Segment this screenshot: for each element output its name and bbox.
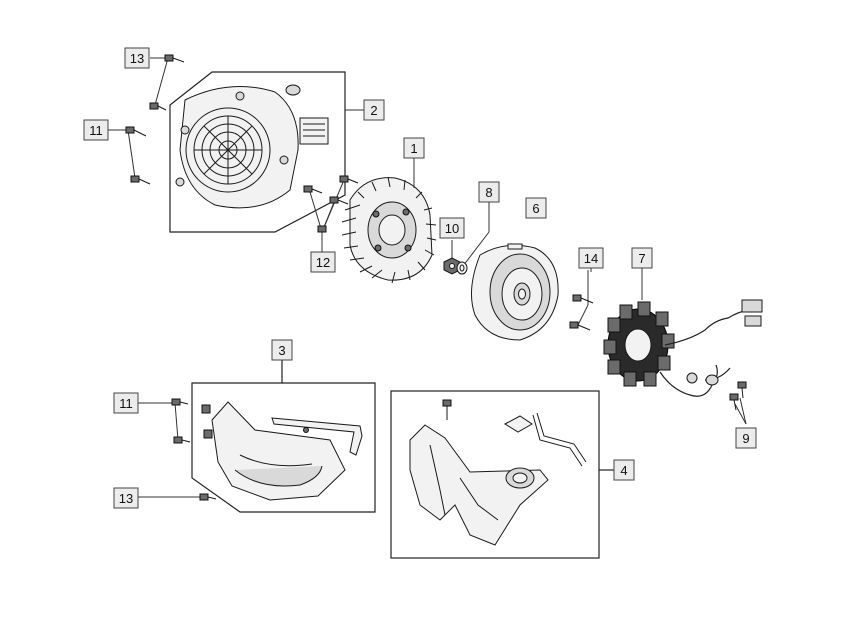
fan-cover-part[interactable] — [175, 84, 329, 209]
callout-3-label: 3 — [278, 343, 285, 358]
callout-11-lower-label: 11 — [119, 396, 133, 411]
callout-8: 8 — [478, 181, 500, 203]
shroud-bracket-frame — [191, 382, 376, 513]
callout-7: 7 — [631, 247, 653, 269]
callout-9-label: 9 — [742, 431, 749, 446]
flywheel-rotor-part[interactable] — [470, 243, 559, 341]
callout-10-label: 10 — [445, 221, 459, 236]
callout-14-label: 14 — [584, 251, 598, 266]
callout-11-lower: 11 — [113, 392, 139, 414]
cooling-fan-part[interactable] — [341, 176, 437, 284]
shroud-bracket-part[interactable] — [201, 401, 363, 501]
callout-13-top: 13 — [124, 47, 150, 69]
callout-2: 2 — [363, 99, 385, 121]
leader-lines — [345, 109, 643, 300]
fan-cover-frame — [169, 71, 346, 233]
callout-6-label: 6 — [532, 201, 539, 216]
cylinder-shroud-part[interactable] — [409, 399, 587, 546]
shroud-bracket-group — [191, 360, 376, 513]
callout-11-top: 11 — [83, 119, 109, 141]
stator-part[interactable] — [603, 299, 763, 397]
callout-13-top-label: 13 — [130, 51, 144, 66]
callout-12: 12 — [310, 251, 336, 273]
bolt-12-group[interactable] — [303, 175, 359, 252]
bolt-11-lower[interactable] — [138, 398, 191, 444]
cylinder-shroud-frame — [390, 390, 600, 559]
callout-11-top-label: 11 — [89, 123, 103, 138]
callout-12-label: 12 — [316, 255, 330, 270]
callout-1: 1 — [403, 137, 425, 159]
callout-14: 14 — [578, 247, 604, 269]
callout-2-label: 2 — [370, 103, 377, 118]
bolt-13-lower[interactable] — [138, 493, 217, 501]
cylinder-shroud-group — [390, 390, 614, 559]
fan-cover-group — [169, 71, 346, 233]
callout-10: 10 — [439, 217, 465, 239]
callout-13-lower: 13 — [113, 487, 139, 509]
callout-6: 6 — [525, 197, 547, 219]
callout-3: 3 — [271, 339, 293, 361]
callout-13-lower-label: 13 — [119, 491, 133, 506]
callout-7-label: 7 — [638, 251, 645, 266]
bolt-11-top[interactable] — [108, 126, 151, 185]
bolt-9-group[interactable] — [729, 381, 747, 425]
callout-8-label: 8 — [485, 185, 492, 200]
bolt-13-top[interactable] — [149, 54, 185, 111]
washer-8[interactable] — [456, 202, 490, 275]
bolt-14-group[interactable] — [569, 270, 594, 331]
callout-1-label: 1 — [410, 141, 417, 156]
callout-4: 4 — [613, 459, 635, 481]
callout-9: 9 — [735, 427, 757, 449]
callout-4-label: 4 — [620, 463, 627, 478]
